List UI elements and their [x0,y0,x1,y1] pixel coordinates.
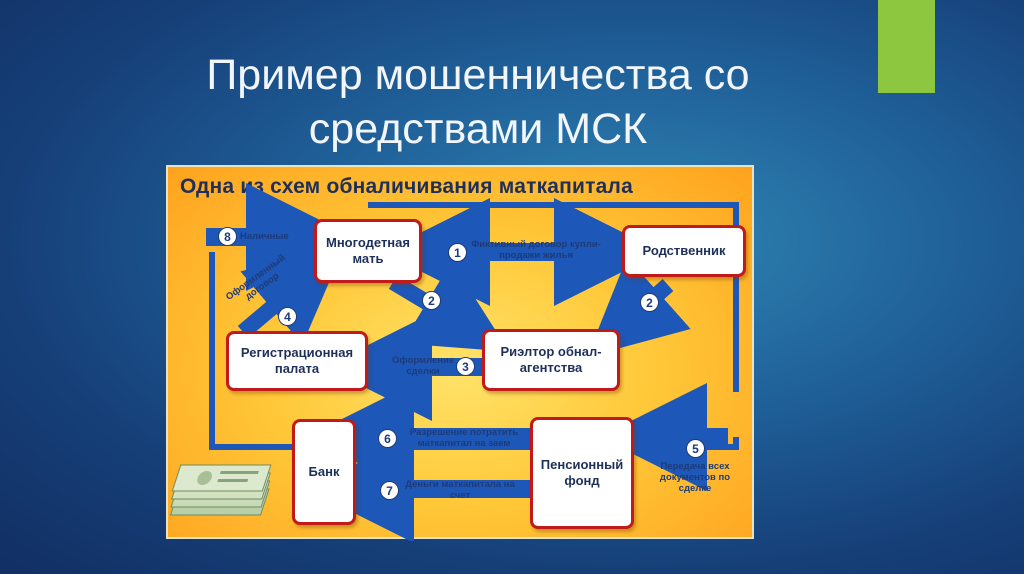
step-3-number: 3 [456,357,475,376]
loop-line [368,202,739,392]
step-8-label: Наличные [240,231,289,242]
node-pension: Пенсионный фонд [530,417,634,529]
accent-bar [878,0,935,93]
step-5-label: Передача всех документов по сделке [659,461,731,494]
node-bank: Банк [292,419,356,525]
step-4-number: 4 [278,307,297,326]
arrow-4 [237,245,345,345]
step-7-number: 7 [380,481,399,500]
loop-line-left [209,252,739,450]
slide-title: Пример мошенничества со средствами МСК [206,51,750,153]
node-realtor: Риэлтор обнал-агентства [482,329,620,391]
banknotes-image [169,464,272,516]
step-3-label: Оформление сделки [392,355,455,377]
step-6-number: 6 [378,429,397,448]
step-5-number: 5 [686,439,705,458]
step-1-number: 1 [448,243,467,262]
node-relative: Родственник [622,225,746,277]
step-2b-number: 2 [640,293,659,312]
step-6-label: Разрешение потратить маткапитал на заем [409,427,519,449]
step-8-number: 8 [218,227,237,246]
step-7-label: Деньги маткапитала на счет [405,479,515,501]
step-1-label: Фиктивный договор купли-продажи жилья [471,239,601,261]
node-mother: Многодетная мать [314,219,422,283]
step-2a-number: 2 [422,291,441,310]
node-registry: Регистрационная палата [226,331,368,391]
fraud-scheme-diagram: Одна из схем обналичивания маткапитала М… [166,165,754,541]
